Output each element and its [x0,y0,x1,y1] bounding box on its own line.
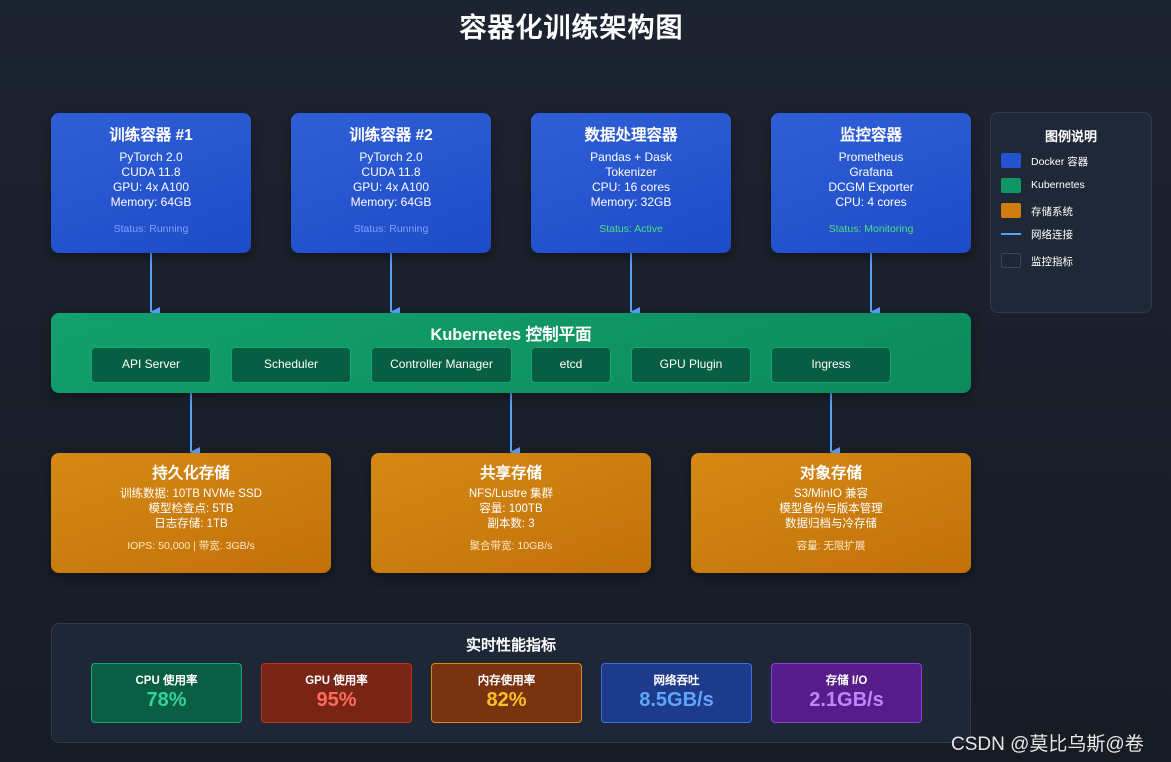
k8s-component-controller-manager[interactable]: Controller Manager [371,347,512,383]
legend-title: 图例说明 [1044,129,1097,144]
container-card-train-1[interactable]: 训练容器 #1 PyTorch 2.0 CUDA 11.8 GPU: 4x A1… [51,113,251,253]
storage-spec: NFS/Lustre 集群 [468,488,554,500]
metric-label: CPU 使用率 [135,675,198,687]
kubernetes-control-plane[interactable]: Kubernetes 控制平面 API Server Scheduler Con… [51,313,971,393]
performance-panel: 实时性能指标 CPU 使用率 78% GPU 使用率 95% 内存使用率 82%… [51,623,971,743]
legend-swatch-monitoring [1001,253,1021,268]
kubernetes-title: Kubernetes 控制平面 [430,326,592,344]
legend-label: Kubernetes [1031,179,1085,191]
k8s-component-api-server[interactable]: API Server [91,347,211,383]
storage-card-shared[interactable]: 共享存储 NFS/Lustre 集群 容量: 100TB 副本数: 3 聚合带宽… [371,453,651,573]
metric-label: 存储 I/O [825,675,868,687]
storage-note: IOPS: 50,000 | 带宽: 3GB/s [127,540,255,552]
container-status: Status: Running [113,223,189,235]
storage-spec: 容量: 100TB [479,503,543,515]
legend-label: 存储系统 [1031,206,1073,218]
container-title: 数据处理容器 [584,127,678,144]
container-spec: GPU: 4x A100 [352,180,430,194]
k8s-component-scheduler[interactable]: Scheduler [231,347,351,383]
container-spec: CUDA 11.8 [361,165,421,179]
storage-spec: S3/MinIO 兼容 [793,488,869,500]
storage-title: 共享存储 [479,465,542,482]
container-status: Status: Active [599,223,663,235]
watermark: CSDN @莫比乌斯@卷 [951,734,1144,755]
legend-label: 监控指标 [1031,256,1073,268]
legend-swatch-docker [1001,153,1021,168]
container-card-monitoring[interactable]: 监控容器 Prometheus Grafana DCGM Exporter CP… [771,113,971,253]
container-spec: Memory: 64GB [350,195,432,209]
container-spec: Grafana [849,165,893,179]
container-spec: CPU: 16 cores [591,180,671,194]
metric-value: 8.5GB/s [639,689,714,711]
metric-label: 网络吞吐 [653,675,700,687]
legend-swatch-storage [1001,203,1021,218]
storage-spec: 训练数据: 10TB NVMe SSD [120,488,262,500]
storage-title: 持久化存储 [152,465,230,482]
legend-swatch-network-line [1001,233,1021,235]
metric-value: 95% [316,689,357,711]
legend-swatch-kubernetes [1001,178,1021,193]
performance-title: 实时性能指标 [465,637,556,654]
storage-spec: 模型备份与版本管理 [779,503,883,515]
container-status: Status: Monitoring [828,223,914,235]
storage-spec: 副本数: 3 [487,518,535,530]
storage-note: 聚合带宽: 10GB/s [469,540,553,552]
metric-memory-usage[interactable]: 内存使用率 82% [431,663,582,723]
storage-card-persistent[interactable]: 持久化存储 训练数据: 10TB NVMe SSD 模型检查点: 5TB 日志存… [51,453,331,573]
metric-label: GPU 使用率 [305,675,368,687]
metric-value: 78% [146,689,187,711]
metric-network-throughput[interactable]: 网络吞吐 8.5GB/s [601,663,752,723]
container-title: 训练容器 #2 [349,127,433,144]
container-title: 训练容器 #1 [109,127,193,144]
legend-label: Docker 容器 [1031,156,1089,168]
storage-spec: 模型检查点: 5TB [148,503,234,515]
legend-panel: 图例说明 Docker 容器 Kubernetes 存储系统 网络连接 监控指标 [990,112,1152,313]
container-spec: Memory: 32GB [590,195,672,209]
container-spec: Tokenizer [605,165,657,179]
container-spec: CPU: 4 cores [835,195,907,209]
container-status: Status: Running [353,223,429,235]
legend-label: 网络连接 [1031,229,1073,241]
k8s-component-gpu-plugin[interactable]: GPU Plugin [631,347,751,383]
container-title: 监控容器 [839,127,902,144]
container-spec: PyTorch 2.0 [359,150,423,164]
container-spec: Memory: 64GB [110,195,192,209]
k8s-component-ingress[interactable]: Ingress [771,347,891,383]
metric-gpu-usage[interactable]: GPU 使用率 95% [261,663,412,723]
storage-note: 容量: 无限扩展 [796,540,866,552]
storage-title: 对象存储 [799,465,862,482]
k8s-component-etcd[interactable]: etcd [531,347,611,383]
container-spec: CUDA 11.8 [121,165,181,179]
container-spec: Prometheus [838,150,904,164]
storage-card-object[interactable]: 对象存储 S3/MinIO 兼容 模型备份与版本管理 数据归档与冷存储 容量: … [691,453,971,573]
container-spec: DCGM Exporter [828,180,914,194]
storage-spec: 数据归档与冷存储 [785,518,877,530]
container-spec: GPU: 4x A100 [112,180,190,194]
metric-label: 内存使用率 [477,675,536,687]
storage-spec: 日志存储: 1TB [154,518,228,530]
metric-value: 82% [486,689,527,711]
container-spec: Pandas + Dask [590,150,672,164]
container-spec: PyTorch 2.0 [119,150,183,164]
container-card-train-2[interactable]: 训练容器 #2 PyTorch 2.0 CUDA 11.8 GPU: 4x A1… [291,113,491,253]
metric-storage-io[interactable]: 存储 I/O 2.1GB/s [771,663,922,723]
metric-value: 2.1GB/s [809,689,884,711]
metric-cpu-usage[interactable]: CPU 使用率 78% [91,663,242,723]
container-card-data-processing[interactable]: 数据处理容器 Pandas + Dask Tokenizer CPU: 16 c… [531,113,731,253]
diagram-title: 容器化训练架构图 [459,13,684,43]
